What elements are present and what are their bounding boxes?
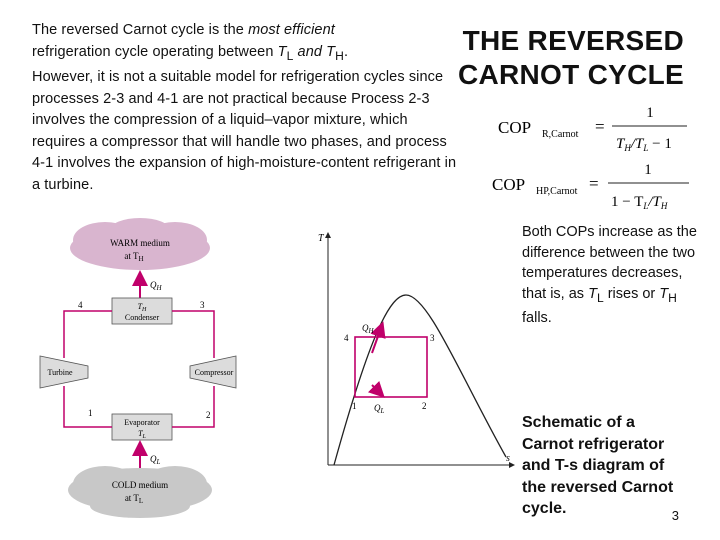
carnot-refrigerator-schematic: WARM medium at TH QH TH Condenser Turbin…	[39, 218, 237, 518]
s-axis-label: s	[506, 453, 510, 464]
heat-in-arrow	[367, 380, 385, 398]
cycle-path	[354, 336, 428, 398]
th-subscript: H	[335, 48, 344, 63]
ts-diagram: T s 4 3 1 2 QH QL	[318, 232, 515, 468]
cop-refrigerator-equation: COP R,Carnot = 1 TH/TL − 1	[498, 105, 687, 153]
equals-sign: =	[589, 174, 599, 193]
state-3-label: 3	[430, 333, 435, 343]
refrigerant-piping	[63, 310, 215, 428]
intro-line-2: refrigeration cycle operating between TL…	[32, 42, 492, 67]
title-line-1: THE REVERSED	[462, 25, 684, 56]
warm-medium-cloud: WARM medium at TH	[70, 218, 210, 270]
evaporator-label: Evaporator	[124, 418, 160, 427]
cold-medium-label: COLD medium	[112, 480, 168, 490]
equals-sign: =	[595, 117, 605, 136]
slide-title: THE REVERSED CARNOT CYCLE	[458, 24, 684, 92]
qh-label: QH	[362, 323, 375, 335]
numerator: 1	[646, 105, 654, 121]
intro-line-1: The reversed Carnot cycle is the most ef…	[32, 20, 492, 42]
condenser-temp: TH	[138, 302, 147, 313]
warm-medium-temp: at TH	[124, 251, 143, 263]
cop-hp-denominator: 1 − TL/TH	[611, 194, 668, 211]
numerator: 1	[644, 162, 652, 178]
cop-equations: COP R,Carnot = 1 TH/TL − 1 COP HP,Carnot…	[492, 105, 689, 211]
tl-symbol: T	[277, 43, 287, 60]
compressor-shape	[189, 355, 237, 389]
state-1-label: 1	[352, 401, 357, 411]
evaporator-temp: TL	[138, 429, 146, 440]
tl-subscript: L	[286, 48, 294, 63]
condenser-label: Condenser	[125, 313, 160, 322]
intro-body: However, it is not a suitable model for …	[32, 69, 457, 194]
page-number: 3	[671, 508, 679, 523]
t-axis-label: T	[318, 233, 325, 244]
cop-hp-label: COP	[492, 175, 525, 194]
turbine-label: Turbine	[47, 368, 72, 377]
state-2-label: 2	[206, 410, 211, 420]
state-1-label: 1	[88, 408, 93, 418]
intro-text: .	[343, 43, 349, 60]
qh-label: QH	[150, 280, 163, 292]
state-4-label: 4	[344, 333, 349, 343]
cop-explanation-caption: Both COPs increase as the difference bet…	[522, 224, 697, 326]
cop-r-label: COP	[498, 118, 531, 137]
cop-r-subscript: R,Carnot	[542, 129, 579, 140]
cop-heatpump-equation: COP HP,Carnot = 1 1 − TL/TH	[492, 162, 689, 211]
state-2-label: 2	[422, 401, 427, 411]
cop-r-denominator: TH/TL − 1	[616, 136, 672, 153]
cold-medium-cloud: COLD medium at TL	[68, 466, 212, 518]
intro-emphasis: most efficient	[248, 22, 335, 38]
turbine-shape	[39, 355, 89, 389]
saturation-dome	[333, 294, 507, 466]
th-symbol: T	[326, 43, 336, 60]
cop-hp-subscript: HP,Carnot	[536, 186, 578, 197]
heat-out-arrow	[370, 321, 386, 354]
state-3-label: 3	[200, 300, 205, 310]
compressor-label: Compressor	[195, 368, 234, 377]
warm-medium-label: WARM medium	[110, 238, 170, 248]
intro-paragraph: The reversed Carnot cycle is the most ef…	[32, 20, 492, 197]
cold-medium-temp: at TL	[125, 493, 143, 505]
state-4-label: 4	[78, 300, 83, 310]
title-line-2: CARNOT CYCLE	[457, 59, 684, 90]
intro-text: refrigeration cycle operating between	[32, 43, 278, 60]
intro-text: and	[293, 43, 327, 60]
figure-caption: Schematic of a Carnot refrigerator and T…	[522, 414, 674, 517]
ql-label: QL	[150, 454, 161, 466]
intro-text: The reversed Carnot cycle is the	[32, 22, 249, 38]
ql-label: QL	[374, 403, 385, 415]
